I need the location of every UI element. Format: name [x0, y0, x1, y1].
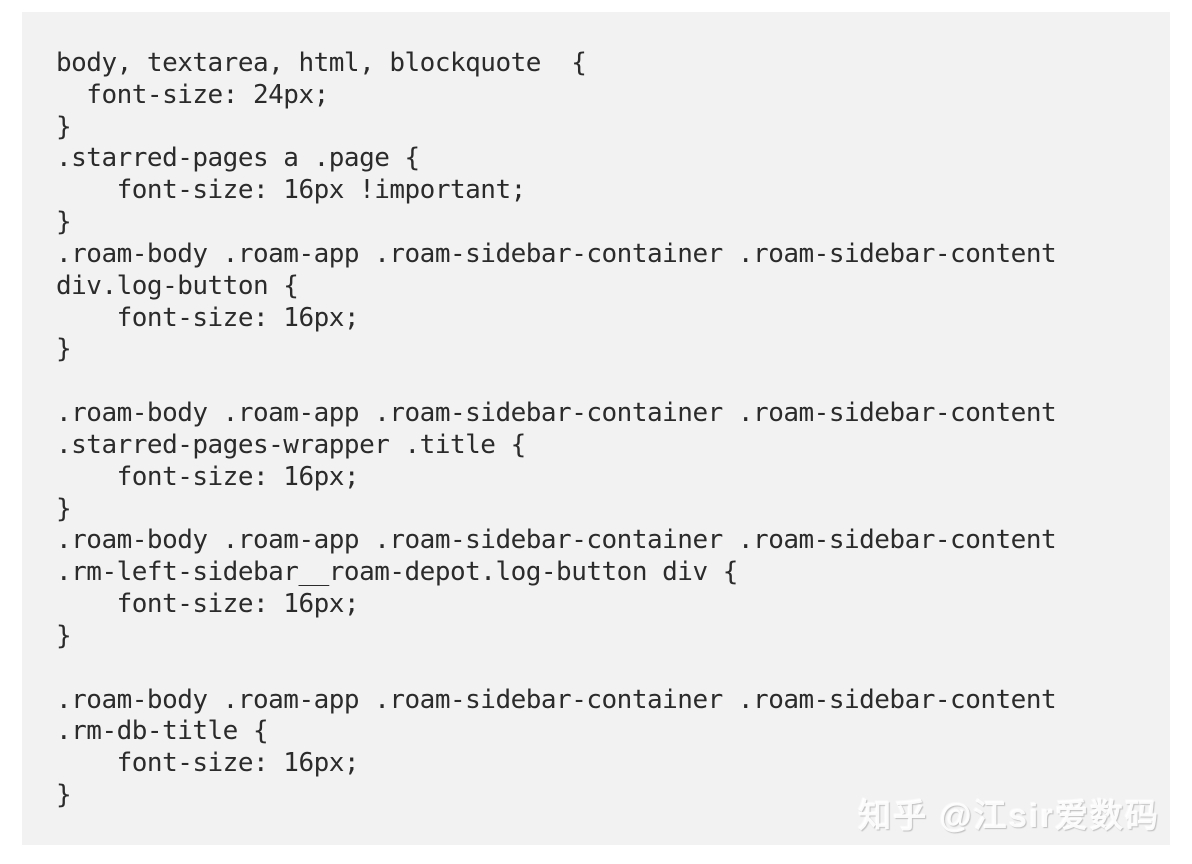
code-line: [56, 366, 1150, 398]
code-line: body, textarea, html, blockquote {: [56, 48, 587, 78]
code-line: .roam-body .roam-app .roam-sidebar-conta…: [56, 398, 1057, 429]
code-line: }: [56, 334, 72, 365]
code-line: font-size: 16px;: [56, 461, 360, 492]
code-line: .rm-left-sidebar__roam-depot.log-button …: [56, 557, 738, 588]
code-line: .roam-body .roam-app .roam-sidebar-conta…: [56, 684, 1057, 715]
code-line: .starred-pages a .page {: [56, 143, 420, 174]
code-line: .starred-pages-wrapper .title {: [56, 429, 526, 460]
code-line: }: [56, 780, 72, 811]
code-panel: body, textarea, html, blockquote { font-…: [22, 12, 1170, 845]
code-block: body, textarea, html, blockquote { font-…: [56, 48, 1150, 812]
code-line: }: [56, 111, 72, 142]
code-line: [56, 653, 1150, 685]
code-line: }: [56, 493, 72, 524]
code-line: font-size: 16px;: [56, 748, 360, 779]
code-line: font-size: 24px;: [56, 79, 329, 110]
code-line: div.log-button {: [56, 270, 299, 301]
code-line: font-size: 16px;: [56, 589, 360, 620]
code-line: }: [56, 620, 72, 651]
code-line: }: [56, 207, 72, 238]
code-line: font-size: 16px !important;: [56, 175, 527, 206]
code-line: .rm-db-title {: [56, 716, 269, 747]
code-line: .roam-body .roam-app .roam-sidebar-conta…: [56, 525, 1057, 556]
code-line: font-size: 16px;: [56, 302, 360, 333]
code-line: .roam-body .roam-app .roam-sidebar-conta…: [56, 238, 1057, 269]
